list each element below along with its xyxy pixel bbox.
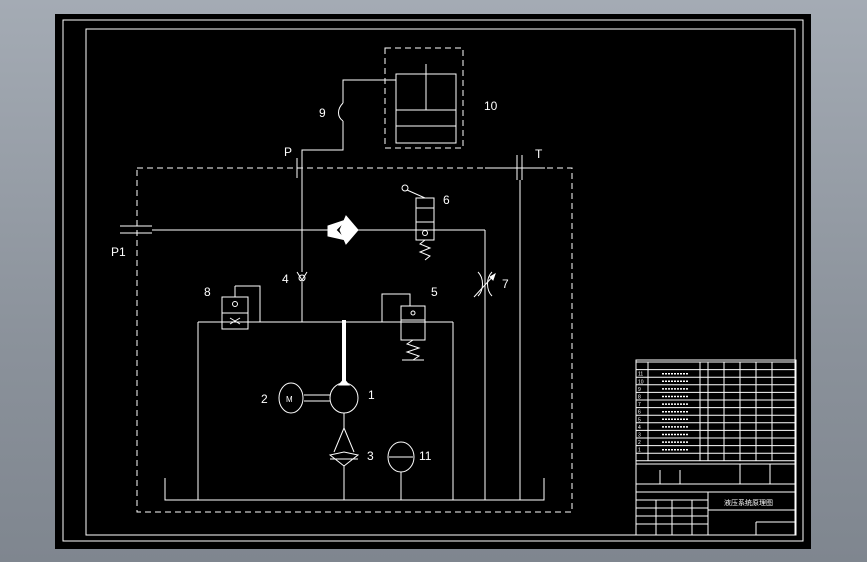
label-c7: 7 — [502, 277, 509, 291]
label-c6: 6 — [443, 193, 450, 207]
label-c10: 10 — [484, 99, 498, 113]
parts-row-number: 5 — [638, 417, 641, 423]
drawing-sheet — [55, 14, 811, 549]
parts-row-number: 3 — [638, 433, 641, 439]
label-c3: 3 — [367, 449, 374, 463]
manifold-boundary — [136, 167, 573, 513]
unloading-valve — [221, 285, 261, 330]
label-c2: 2 — [261, 392, 268, 406]
port-p — [296, 158, 303, 178]
inner-border — [85, 28, 796, 536]
label-c1: 1 — [368, 388, 375, 402]
label-c8: 8 — [204, 285, 211, 299]
parts-row-number: 1 — [638, 448, 641, 454]
check-valve — [296, 271, 308, 282]
coupling — [304, 394, 330, 402]
port-p-label: P — [284, 145, 292, 159]
parts-row-number: 6 — [638, 410, 641, 416]
label-c11: 11 — [419, 449, 432, 463]
parts-row-number: 2 — [638, 440, 641, 446]
motor — [278, 382, 304, 414]
port-t-label: T — [535, 147, 543, 161]
label-c9: 9 — [319, 106, 326, 120]
hydraulic-cylinder — [384, 47, 464, 149]
oil-tank — [164, 478, 545, 501]
manual-valve — [401, 184, 440, 261]
parts-row-number: 10 — [638, 379, 644, 385]
parts-row-number: 8 — [638, 395, 641, 401]
parts-row-number: 7 — [638, 402, 641, 408]
label-c5: 5 — [431, 285, 438, 299]
parts-row-number: 4 — [638, 425, 641, 431]
filter — [328, 413, 360, 500]
relief-valve — [381, 293, 426, 361]
drawing-title: 液压系统原理图 — [724, 498, 773, 507]
hose — [301, 79, 396, 158]
motor-label: M — [286, 395, 293, 404]
parts-row-number: 11 — [638, 372, 643, 378]
parts-row-number: 9 — [638, 387, 641, 393]
port-p1 — [120, 225, 152, 234]
label-c4: 4 — [282, 272, 289, 286]
accumulator — [387, 441, 415, 500]
port-t — [485, 155, 545, 180]
shuttle-valve — [327, 215, 366, 245]
port-p1-label: P1 — [111, 245, 126, 259]
outer-border — [62, 19, 804, 542]
throttle-valve — [473, 271, 496, 298]
